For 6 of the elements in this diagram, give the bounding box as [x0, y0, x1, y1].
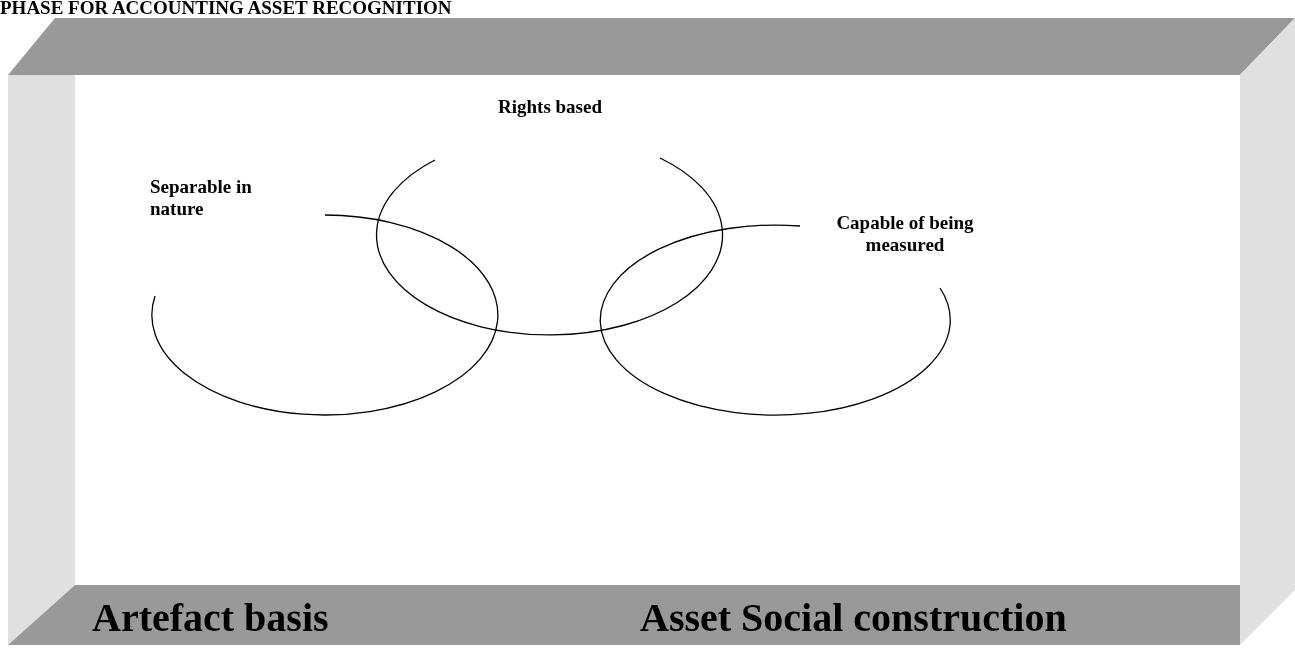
- base-label: Asset Social construction: [640, 596, 1067, 640]
- title: PHASE FOR ACCOUNTING ASSET RECOGNITION: [0, 0, 452, 19]
- circle-label: Rights based: [497, 96, 603, 118]
- circle-label: Separable in nature: [150, 176, 253, 220]
- base-label: Artefact basis: [92, 596, 329, 640]
- circle-label: Capable of being measured: [835, 212, 975, 256]
